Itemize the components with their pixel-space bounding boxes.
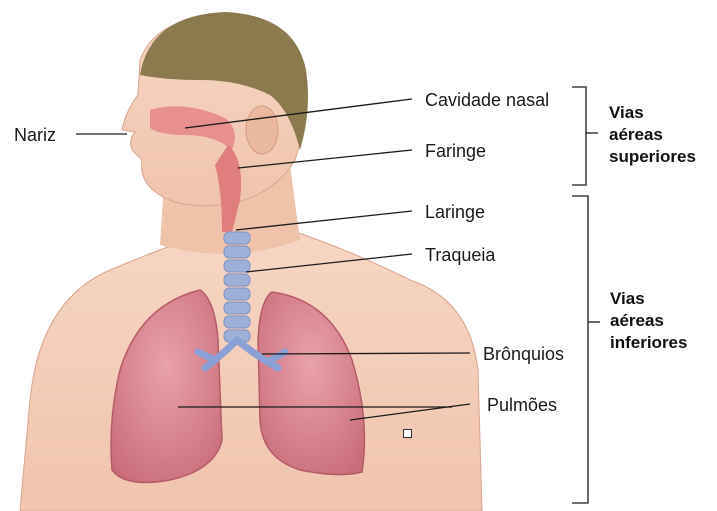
- group-superior-line: Vias: [609, 102, 696, 124]
- ear: [246, 106, 278, 154]
- small-square-marker: [403, 429, 412, 438]
- label-nariz: Nariz: [14, 125, 56, 146]
- group-vias-inferiores: Vias aéreas inferiores: [610, 288, 687, 354]
- group-superior-line: aéreas: [609, 124, 696, 146]
- label-bronquios: Brônquios: [483, 344, 564, 365]
- torso: [20, 230, 482, 511]
- group-inferior-line: Vias: [610, 288, 687, 310]
- label-faringe: Faringe: [425, 141, 486, 162]
- label-laringe: Laringe: [425, 202, 485, 223]
- group-vias-superiores: Vias aéreas superiores: [609, 102, 696, 168]
- label-cavidade-nasal: Cavidade nasal: [425, 90, 549, 111]
- label-pulmoes: Pulmões: [487, 395, 557, 416]
- label-traqueia: Traqueia: [425, 245, 495, 266]
- group-inferior-line: inferiores: [610, 332, 687, 354]
- group-superior-line: superiores: [609, 146, 696, 168]
- group-inferior-line: aéreas: [610, 310, 687, 332]
